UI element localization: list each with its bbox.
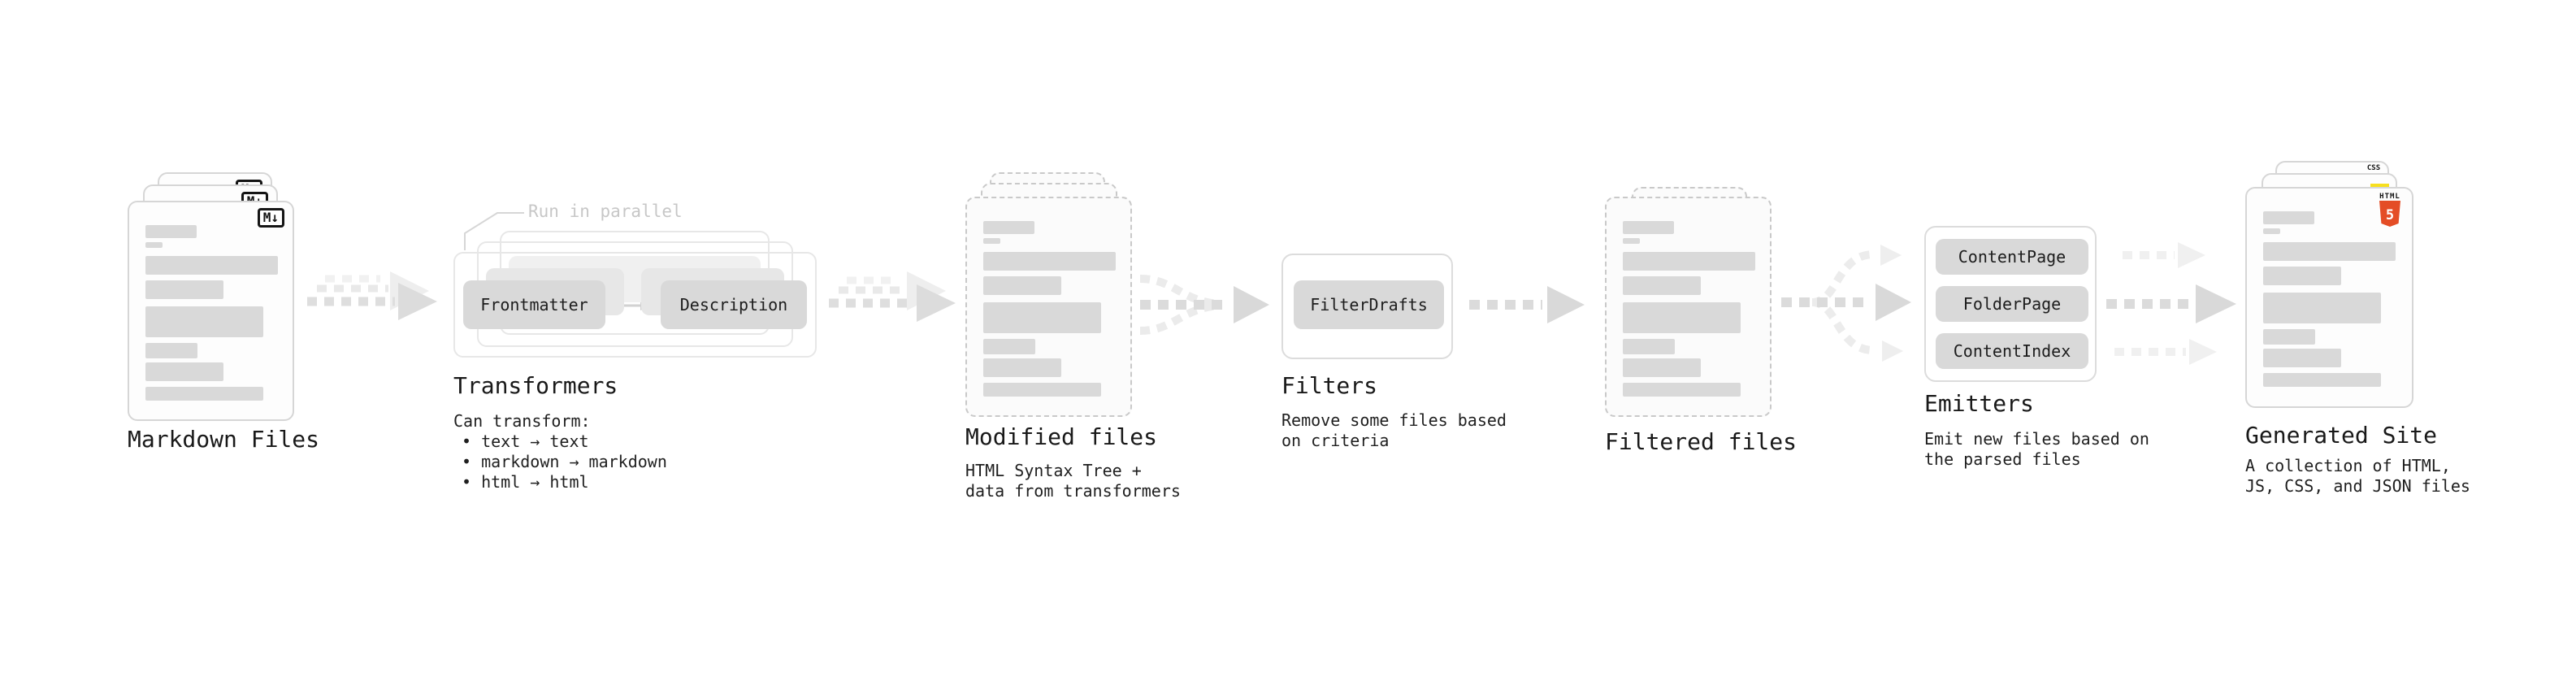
text-placeholder-bar (1623, 276, 1701, 295)
markdown-file-card-front: M↓ (128, 201, 294, 421)
frontmatter-pill: Frontmatter (463, 280, 605, 329)
text-placeholder-bar (983, 302, 1101, 333)
description-pill: Description (661, 280, 807, 329)
text-placeholder-bar (2263, 267, 2341, 285)
caption-bullet: • text → text (462, 432, 589, 451)
text-placeholder-bar (2263, 228, 2280, 234)
text-placeholder-bar (145, 306, 263, 337)
caption-bullet: • html → html (462, 472, 589, 492)
annotation-leader-line (464, 212, 524, 250)
text-placeholder-bar (145, 256, 278, 275)
emitters-caption: Emit new files based on the parsed files (1924, 429, 2149, 470)
text-placeholder-bar (983, 358, 1061, 377)
caption-line: HTML Syntax Tree + (965, 461, 1142, 480)
contentindex-pill: ContentIndex (1936, 333, 2088, 369)
text-placeholder-bar (983, 238, 1000, 244)
text-placeholder-bar (1623, 383, 1741, 397)
text-placeholder-bar (2263, 242, 2396, 261)
transformers-label: Transformers (453, 372, 618, 399)
text-placeholder-bar (2263, 211, 2314, 224)
text-placeholder-bar (145, 362, 223, 381)
text-placeholder-bar (2263, 293, 2381, 323)
text-placeholder-bar (1623, 339, 1675, 354)
caption-line: on criteria (1281, 431, 1390, 450)
arrow-transformers-to-modified (829, 271, 956, 322)
text-placeholder-bar (1623, 302, 1741, 333)
markdown-files-label: Markdown Files (128, 426, 320, 453)
filters-caption: Remove some files based on criteria (1281, 410, 1507, 451)
emitters-label: Emitters (1924, 390, 2034, 417)
text-placeholder-bar (1623, 358, 1701, 377)
text-placeholder-bar (983, 339, 1035, 354)
folderpage-pill: FolderPage (1936, 286, 2088, 322)
filterdrafts-pill: FilterDrafts (1294, 280, 1444, 329)
generated-site-label: Generated Site (2245, 422, 2438, 449)
text-placeholder-bar (1623, 238, 1640, 244)
arrow-markdown-to-transformers (307, 271, 437, 320)
text-placeholder-bar (145, 387, 263, 401)
caption-line: A collection of HTML, (2245, 456, 2451, 475)
filters-box: FilterDrafts (1281, 254, 1453, 359)
arrow-modified-to-filters (1139, 275, 1269, 335)
caption-line: Can transform: (453, 411, 591, 431)
text-placeholder-bar (1623, 221, 1674, 234)
html-file-card: HTML 5 (2245, 187, 2413, 408)
arrow-filtered-to-emitters (1781, 245, 1911, 362)
text-placeholder-bar (983, 221, 1034, 234)
transformers-caption: Can transform: • text → text • markdown … (453, 411, 667, 492)
filtered-file-card-front (1605, 197, 1772, 417)
transformer-layer-front: Frontmatter Description (453, 252, 817, 358)
caption-line: JS, CSS, and JSON files (2245, 476, 2470, 496)
text-placeholder-bar (145, 242, 163, 248)
modified-files-label: Modified files (965, 423, 1158, 450)
markdown-icon: M↓ (257, 208, 284, 228)
text-placeholder-bar (1623, 252, 1755, 271)
modified-file-card-front (965, 197, 1132, 417)
text-placeholder-bar (983, 383, 1101, 397)
caption-line: Emit new files based on (1924, 429, 2149, 449)
text-placeholder-bar (983, 252, 1116, 271)
modified-files-caption: HTML Syntax Tree + data from transformer… (965, 461, 1181, 501)
filtered-files-label: Filtered files (1605, 428, 1798, 455)
caption-line: Remove some files based (1281, 410, 1507, 430)
contentpage-pill: ContentPage (1936, 239, 2088, 275)
run-in-parallel-annotation: Run in parallel (528, 202, 683, 221)
html5-icon: HTML 5 (2379, 193, 2400, 230)
text-placeholder-bar (145, 280, 223, 299)
arrow-filters-to-filtered (1469, 286, 1585, 323)
emitters-box: ContentPage FolderPage ContentIndex (1924, 226, 2097, 382)
text-placeholder-bar (2263, 373, 2381, 387)
caption-bullet: • markdown → markdown (462, 452, 667, 471)
caption-line: data from transformers (965, 481, 1181, 501)
caption-line: the parsed files (1924, 449, 2081, 469)
text-placeholder-bar (2263, 329, 2315, 345)
text-placeholder-bar (145, 225, 197, 238)
text-placeholder-bar (983, 276, 1061, 295)
svg-text:5: 5 (2386, 207, 2394, 223)
filters-label: Filters (1281, 372, 1378, 399)
arrow-emitters-to-generated (2106, 242, 2236, 365)
text-placeholder-bar (145, 343, 197, 358)
generated-site-caption: A collection of HTML, JS, CSS, and JSON … (2245, 456, 2470, 497)
text-placeholder-bar (2263, 349, 2341, 367)
